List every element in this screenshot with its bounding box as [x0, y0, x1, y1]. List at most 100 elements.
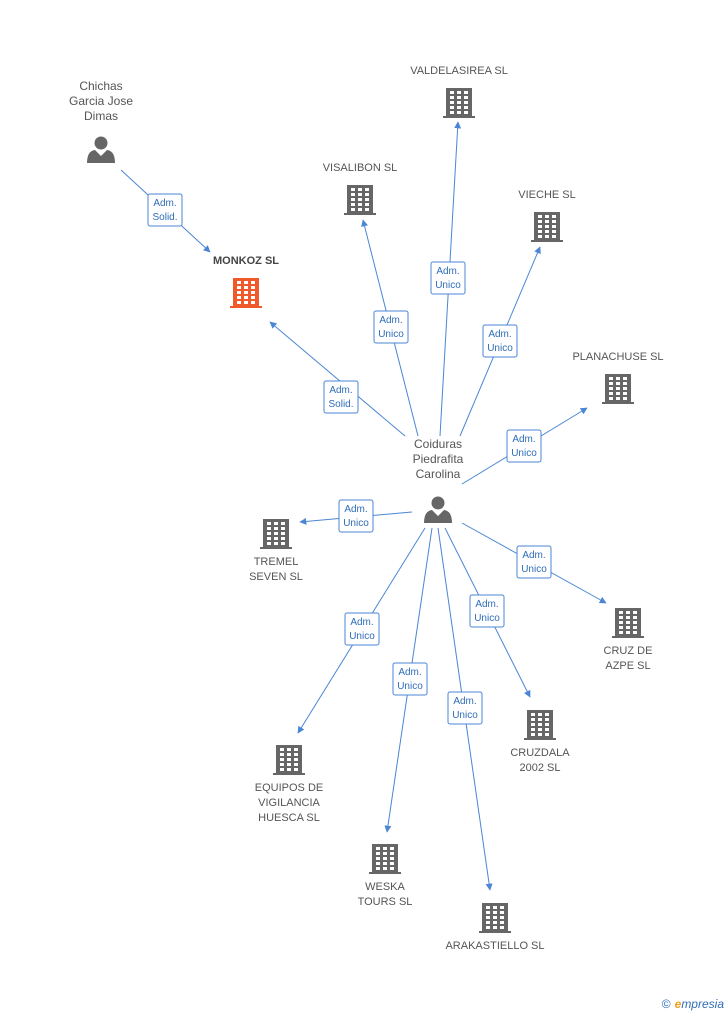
company-label-cruzdala-line: 2002 SL	[520, 762, 561, 774]
company-label-cruzdeazpe-line: AZPE SL	[605, 660, 650, 672]
role-badge[interactable]: Adm.Solid.	[323, 380, 359, 414]
person-label-chichas-line: Chichas	[79, 79, 122, 93]
role-badge[interactable]: Adm. Unico	[506, 429, 542, 463]
role-badge-box	[147, 193, 183, 227]
company-node-arakastiello[interactable]: ARAKASTIELLO SL	[445, 903, 545, 952]
role-badge[interactable]: Adm. Unico	[392, 662, 428, 696]
role-badge-text: Solid.	[152, 212, 177, 223]
person-label-coiduras-line: Piedrafita	[413, 452, 464, 466]
role-badge[interactable]: Adm. Unico	[344, 612, 380, 646]
company-node-weska[interactable]: WESKA TOURS SL	[358, 844, 413, 908]
role-badge-box	[482, 324, 518, 358]
role-badge-text: Adm.	[453, 696, 476, 707]
company-label-vieche: VIECHE SL	[518, 189, 575, 201]
role-badge-text: Unico	[487, 343, 513, 354]
role-badge-box	[447, 691, 483, 725]
role-badge-text: Adm.	[475, 599, 498, 610]
person-icon	[87, 136, 115, 163]
person-icon	[424, 496, 452, 523]
company-label-tremel: TREMEL SEVEN SL	[249, 556, 303, 583]
role-badge-text: Unico	[397, 681, 423, 692]
company-label-weska: WESKA TOURS SL	[358, 881, 413, 908]
building-icon	[273, 745, 305, 775]
company-label-vieche-line: VIECHE SL	[518, 189, 575, 201]
company-label-planachuse-line: PLANACHUSE SL	[572, 351, 663, 363]
role-badge-box	[323, 380, 359, 414]
building-icon	[230, 278, 262, 308]
copyright-symbol: ©	[661, 997, 671, 1011]
role-badge-text: Unico	[343, 518, 369, 529]
role-badge-box	[516, 545, 552, 579]
role-badge[interactable]: Adm.Unico	[373, 310, 409, 344]
role-badge-text: Adm.	[329, 385, 352, 396]
role-badge-text: Unico	[511, 448, 537, 459]
role-badge-text: Unico	[349, 631, 375, 642]
role-badge-text: Adm.	[488, 329, 511, 340]
company-label-valdelasirea-line: VALDELASIREA SL	[410, 65, 508, 77]
role-badge[interactable]: Adm. Unico	[482, 324, 518, 358]
building-icon	[369, 844, 401, 874]
company-label-arakastiello-line: ARAKASTIELLO SL	[445, 940, 544, 952]
role-badge-text: Adm.	[153, 198, 176, 209]
company-label-visalibon-line: VISALIBON SL	[323, 162, 398, 174]
company-label-equipos: EQUIPOS DE VIGILANCIA HUESCA SL	[255, 782, 323, 824]
company-label-equipos-line: HUESCA SL	[258, 812, 320, 824]
company-label-tremel-line: SEVEN SL	[249, 571, 303, 583]
role-badge-text: Adm.	[350, 617, 373, 628]
company-node-tremel[interactable]: TREMEL SEVEN SL	[249, 519, 303, 583]
building-icon	[443, 88, 475, 118]
company-node-planachuse[interactable]: PLANACHUSE SL	[572, 351, 664, 404]
company-node-valdelasirea[interactable]: VALDELASIREA SL	[410, 65, 508, 118]
company-node-vieche[interactable]: VIECHE SL	[518, 189, 576, 242]
building-icon	[531, 212, 563, 242]
building-icon	[602, 374, 634, 404]
role-badge-box	[430, 261, 466, 295]
role-badge-box	[344, 612, 380, 646]
company-label-weska-line: WESKA	[365, 881, 405, 893]
building-icon	[260, 519, 292, 549]
company-node-monkoz[interactable]: MONKOZ SL	[213, 255, 279, 308]
role-badge-box	[506, 429, 542, 463]
role-badge-text: Adm.	[522, 550, 545, 561]
role-badge[interactable]: Adm.Unico	[430, 261, 466, 295]
company-label-equipos-line: VIGILANCIA	[258, 797, 320, 809]
role-badge[interactable]: Adm.Unico	[516, 545, 552, 579]
company-node-visalibon[interactable]: VISALIBON SL	[323, 162, 398, 215]
role-badge-box	[469, 594, 505, 628]
role-badge[interactable]: Adm.Unico	[469, 594, 505, 628]
role-badge-text: Adm.	[379, 315, 402, 326]
role-badge[interactable]: Adm.Unico	[447, 691, 483, 725]
building-icon	[344, 185, 376, 215]
role-badge-text: Adm.	[344, 504, 367, 515]
role-badge[interactable]: Adm. Unico	[338, 499, 374, 533]
roles-layer: Adm.Solid.Adm.Solid.Adm.UnicoAdm.UnicoAd…	[147, 193, 552, 725]
brand-name: mpresia	[681, 997, 724, 1011]
company-label-tremel-line: TREMEL	[254, 556, 299, 568]
role-badge-text: Adm.	[398, 667, 421, 678]
company-label-valdelasirea: VALDELASIREA SL	[410, 65, 508, 77]
building-icon	[612, 608, 644, 638]
company-label-monkoz: MONKOZ SL	[213, 255, 279, 267]
role-badge-text: Adm.	[436, 266, 459, 277]
brand-initial: e	[674, 997, 682, 1011]
role-badge[interactable]: Adm. Solid.	[147, 193, 183, 227]
company-node-equipos[interactable]: EQUIPOS DE VIGILANCIA HUESCA SL	[255, 745, 323, 824]
building-icon	[524, 710, 556, 740]
company-label-weska-line: TOURS SL	[358, 896, 413, 908]
company-label-monkoz-line: MONKOZ SL	[213, 255, 279, 267]
footer-brand: ©empresia	[662, 997, 724, 1011]
role-badge-box	[392, 662, 428, 696]
company-label-equipos-line: EQUIPOS DE	[255, 782, 323, 794]
person-label-chichas-line: Garcia Jose	[69, 94, 133, 108]
role-badge-text: Adm.	[512, 434, 535, 445]
